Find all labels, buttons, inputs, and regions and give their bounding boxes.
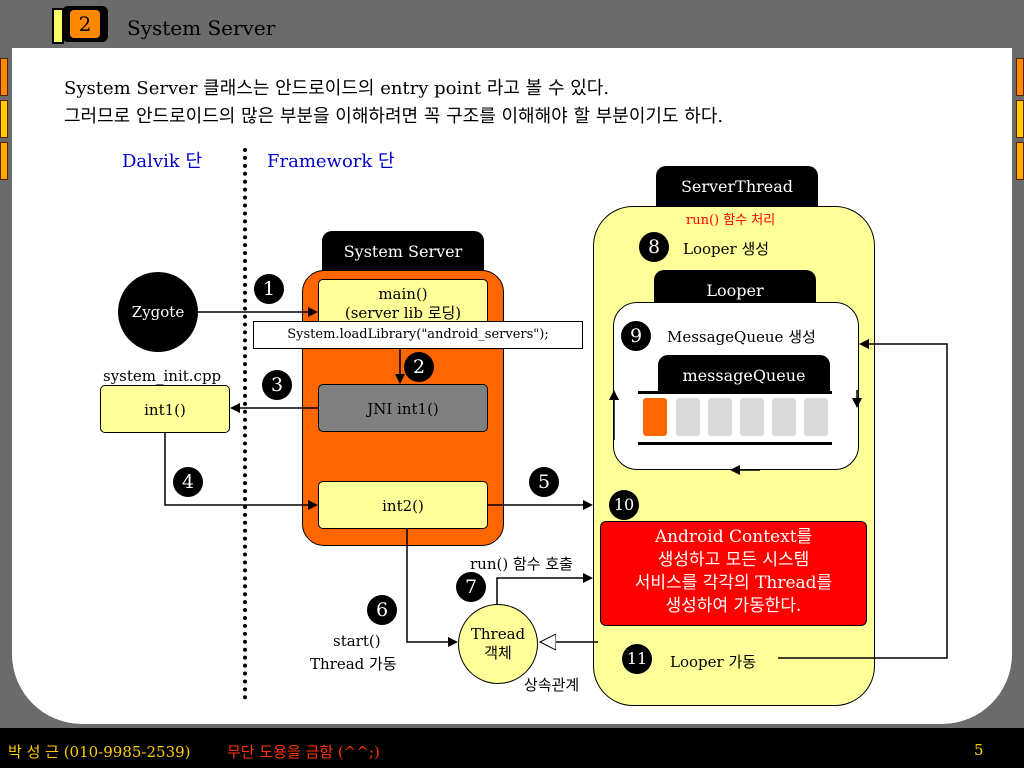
- step-8: 8: [639, 232, 669, 262]
- step-4: 4: [173, 467, 203, 497]
- message-slot: [740, 398, 764, 436]
- step-5: 5: [529, 467, 559, 497]
- step-1: 1: [254, 274, 284, 304]
- system-init-file-label: system_init.cpp: [103, 367, 222, 385]
- main-label: main(): [378, 285, 428, 303]
- dalvik-label: Dalvik 단: [122, 151, 203, 172]
- step-10: 10: [609, 490, 639, 520]
- thread-sublabel: 객체: [484, 644, 512, 662]
- frame-bottom-band: [0, 728, 1024, 768]
- step-9: 9: [621, 321, 651, 351]
- int2-box: int2(): [318, 481, 488, 529]
- int1-box: int1(): [100, 385, 230, 433]
- step-11: 11: [622, 644, 652, 674]
- message-queue-bottom-bar: [638, 442, 832, 445]
- run-call-label: run() 함수 호출: [470, 555, 573, 573]
- int2-to-thread-arrow: [406, 529, 458, 647]
- start-label: start(): [333, 632, 381, 650]
- run-call-arrow: [496, 573, 593, 604]
- looper-run-loop-arrow: [778, 339, 948, 659]
- run-handle-label: run() 함수 처리: [686, 213, 776, 228]
- intro-line-1: System Server 클래스는 안드로이드의 entry point 라고…: [64, 78, 610, 99]
- framework-label: Framework 단: [267, 151, 395, 172]
- intro-line-2: 그러므로 안드로이드의 많은 부분을 이해하려면 꼭 구조를 이해해야 할 부분…: [64, 106, 724, 127]
- looper-run-label: Looper 가동: [670, 653, 757, 671]
- context-line: 생성하여 가동한다.: [665, 596, 802, 616]
- message-slot: [772, 398, 796, 436]
- left-accent: [0, 58, 8, 180]
- context-line: 생성하고 모든 시스템: [657, 550, 810, 570]
- step-3: 3: [262, 370, 292, 400]
- title-number-inner: 2: [70, 10, 100, 38]
- context-line: Android Context를: [654, 527, 813, 547]
- android-context-box: Android Context를 생성하고 모든 시스템 서비스를 각각의 Th…: [600, 521, 867, 626]
- context-line: 서비스를 각각의 Thread를: [634, 573, 833, 593]
- message-slot: [676, 398, 700, 436]
- footer-author: 박 성 근 (010-9985-2539): [8, 743, 191, 761]
- message-slot-active: [643, 398, 667, 436]
- page-number: 5: [974, 741, 984, 759]
- load-library-box: System.loadLibrary("android_servers");: [253, 321, 583, 349]
- zygote-node: Zygote: [118, 272, 198, 352]
- jni-int1-box: JNI int1(): [318, 384, 488, 432]
- thread-object-node: Thread 객체: [458, 604, 538, 684]
- step-7: 7: [456, 572, 486, 602]
- step-6: 6: [367, 595, 397, 625]
- main-sublabel: (server lib 로딩): [344, 304, 462, 322]
- looper-tab: Looper: [654, 270, 816, 306]
- server-thread-tab: ServerThread: [656, 166, 818, 208]
- inheritance-label: 상속관계: [524, 676, 580, 694]
- looper-create-label: Looper 생성: [683, 240, 770, 258]
- footer-warning: 무단 도용을 금함 (^^;): [227, 743, 380, 761]
- zygote-label: Zygote: [131, 303, 185, 321]
- dalvik-framework-divider: [243, 148, 247, 700]
- message-queue-tab: messageQueue: [658, 355, 830, 391]
- thread-label: Thread: [470, 625, 526, 643]
- message-queue-create-label: MessageQueue 생성: [667, 328, 816, 346]
- message-slot: [804, 398, 828, 436]
- slide-title: System Server: [127, 16, 276, 40]
- step-2: 2: [404, 352, 434, 382]
- system-server-tab: System Server: [322, 231, 484, 273]
- message-slot: [708, 398, 732, 436]
- message-queue-top-bar: [638, 391, 832, 394]
- thread-run-label: Thread 가동: [310, 655, 397, 673]
- int1-to-int2-arrow: [164, 433, 318, 510]
